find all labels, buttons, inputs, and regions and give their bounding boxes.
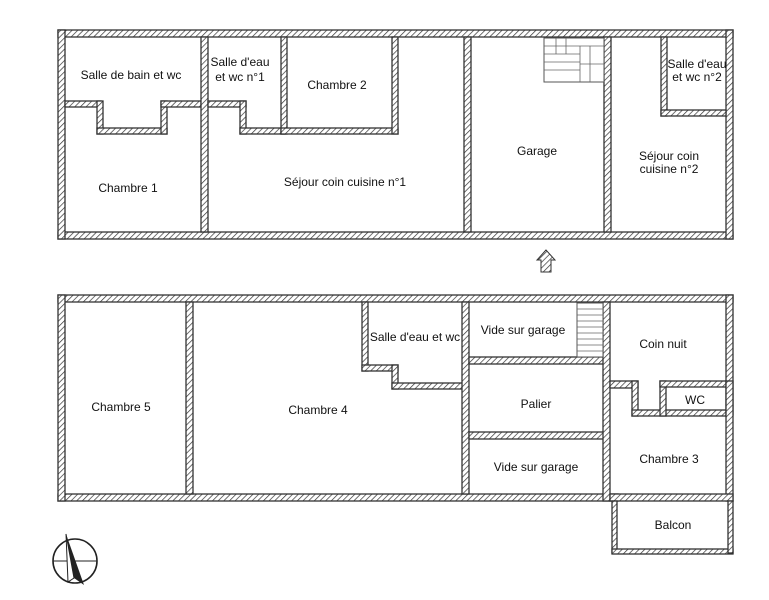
- room-label-salle-d-eau-2-line2: et wc n°2: [672, 70, 722, 84]
- wall: [239, 127, 286, 135]
- wall: [461, 301, 470, 495]
- wall: [280, 127, 399, 135]
- wall: [609, 493, 734, 502]
- wall: [160, 100, 202, 108]
- staircase: [576, 302, 604, 358]
- compass-icon: [52, 533, 98, 585]
- wall: [631, 409, 727, 417]
- room-label-chambre-5: Chambre 5: [91, 400, 151, 414]
- wall: [725, 380, 734, 502]
- room-label-salle-d-eau-et-wc: Salle d'eau et wc: [370, 330, 460, 344]
- room-label-coin-nuit: Coin nuit: [639, 337, 687, 351]
- wall: [361, 301, 369, 372]
- wall: [57, 294, 734, 303]
- wall: [64, 100, 102, 108]
- room-label-salle-de-bain: Salle de bain et wc: [81, 68, 182, 82]
- room-label-garage: Garage: [517, 144, 557, 158]
- wall: [280, 36, 288, 135]
- room-label-wc: WC: [685, 393, 705, 407]
- wall: [96, 127, 168, 135]
- room-label-chambre-2: Chambre 2: [307, 78, 367, 92]
- wall: [57, 29, 734, 38]
- wall: [391, 36, 399, 135]
- room-label-salle-d-eau-1-line1: Salle d'eau: [210, 55, 269, 69]
- wall: [57, 29, 66, 240]
- wall: [659, 380, 727, 388]
- upper-floor: Chambre 5 Chambre 4 Salle d'eau et wc Vi…: [57, 294, 734, 555]
- room-label-salle-d-eau-1-line2: et wc n°1: [215, 70, 265, 84]
- wall: [468, 356, 605, 365]
- wall: [602, 301, 611, 502]
- room-label-balcon: Balcon: [655, 518, 692, 532]
- wall: [200, 36, 209, 233]
- balcon-outline: [611, 500, 734, 555]
- wall: [463, 36, 472, 233]
- wall: [725, 29, 734, 240]
- staircase: [543, 37, 605, 83]
- room-label-salle-d-eau-2-line1: Salle d'eau: [667, 57, 726, 71]
- entrance-arrow-icon: [535, 249, 557, 273]
- wall: [57, 493, 619, 502]
- ground-floor: Salle de bain et wc Salle d'eau et wc n°…: [57, 29, 734, 240]
- room-label-vide-sur-garage-bottom: Vide sur garage: [494, 460, 579, 474]
- wall: [391, 382, 465, 390]
- wall: [468, 431, 605, 440]
- room-label-chambre-4: Chambre 4: [288, 403, 348, 417]
- room-label-vide-sur-garage-top: Vide sur garage: [481, 323, 566, 337]
- room-label-palier: Palier: [521, 397, 552, 411]
- wall: [660, 36, 668, 117]
- room-label-sejour-2-line1: Séjour coin: [639, 149, 699, 163]
- wall: [603, 36, 612, 233]
- wall: [57, 231, 734, 240]
- room-label-sejour-2-line2: cuisine n°2: [640, 162, 699, 176]
- wall: [57, 294, 66, 502]
- wall: [660, 109, 727, 117]
- room-label-chambre-1: Chambre 1: [98, 181, 158, 195]
- room-label-sejour-1: Séjour coin cuisine n°1: [284, 175, 407, 189]
- room-label-chambre-3: Chambre 3: [639, 452, 699, 466]
- wall: [185, 301, 194, 495]
